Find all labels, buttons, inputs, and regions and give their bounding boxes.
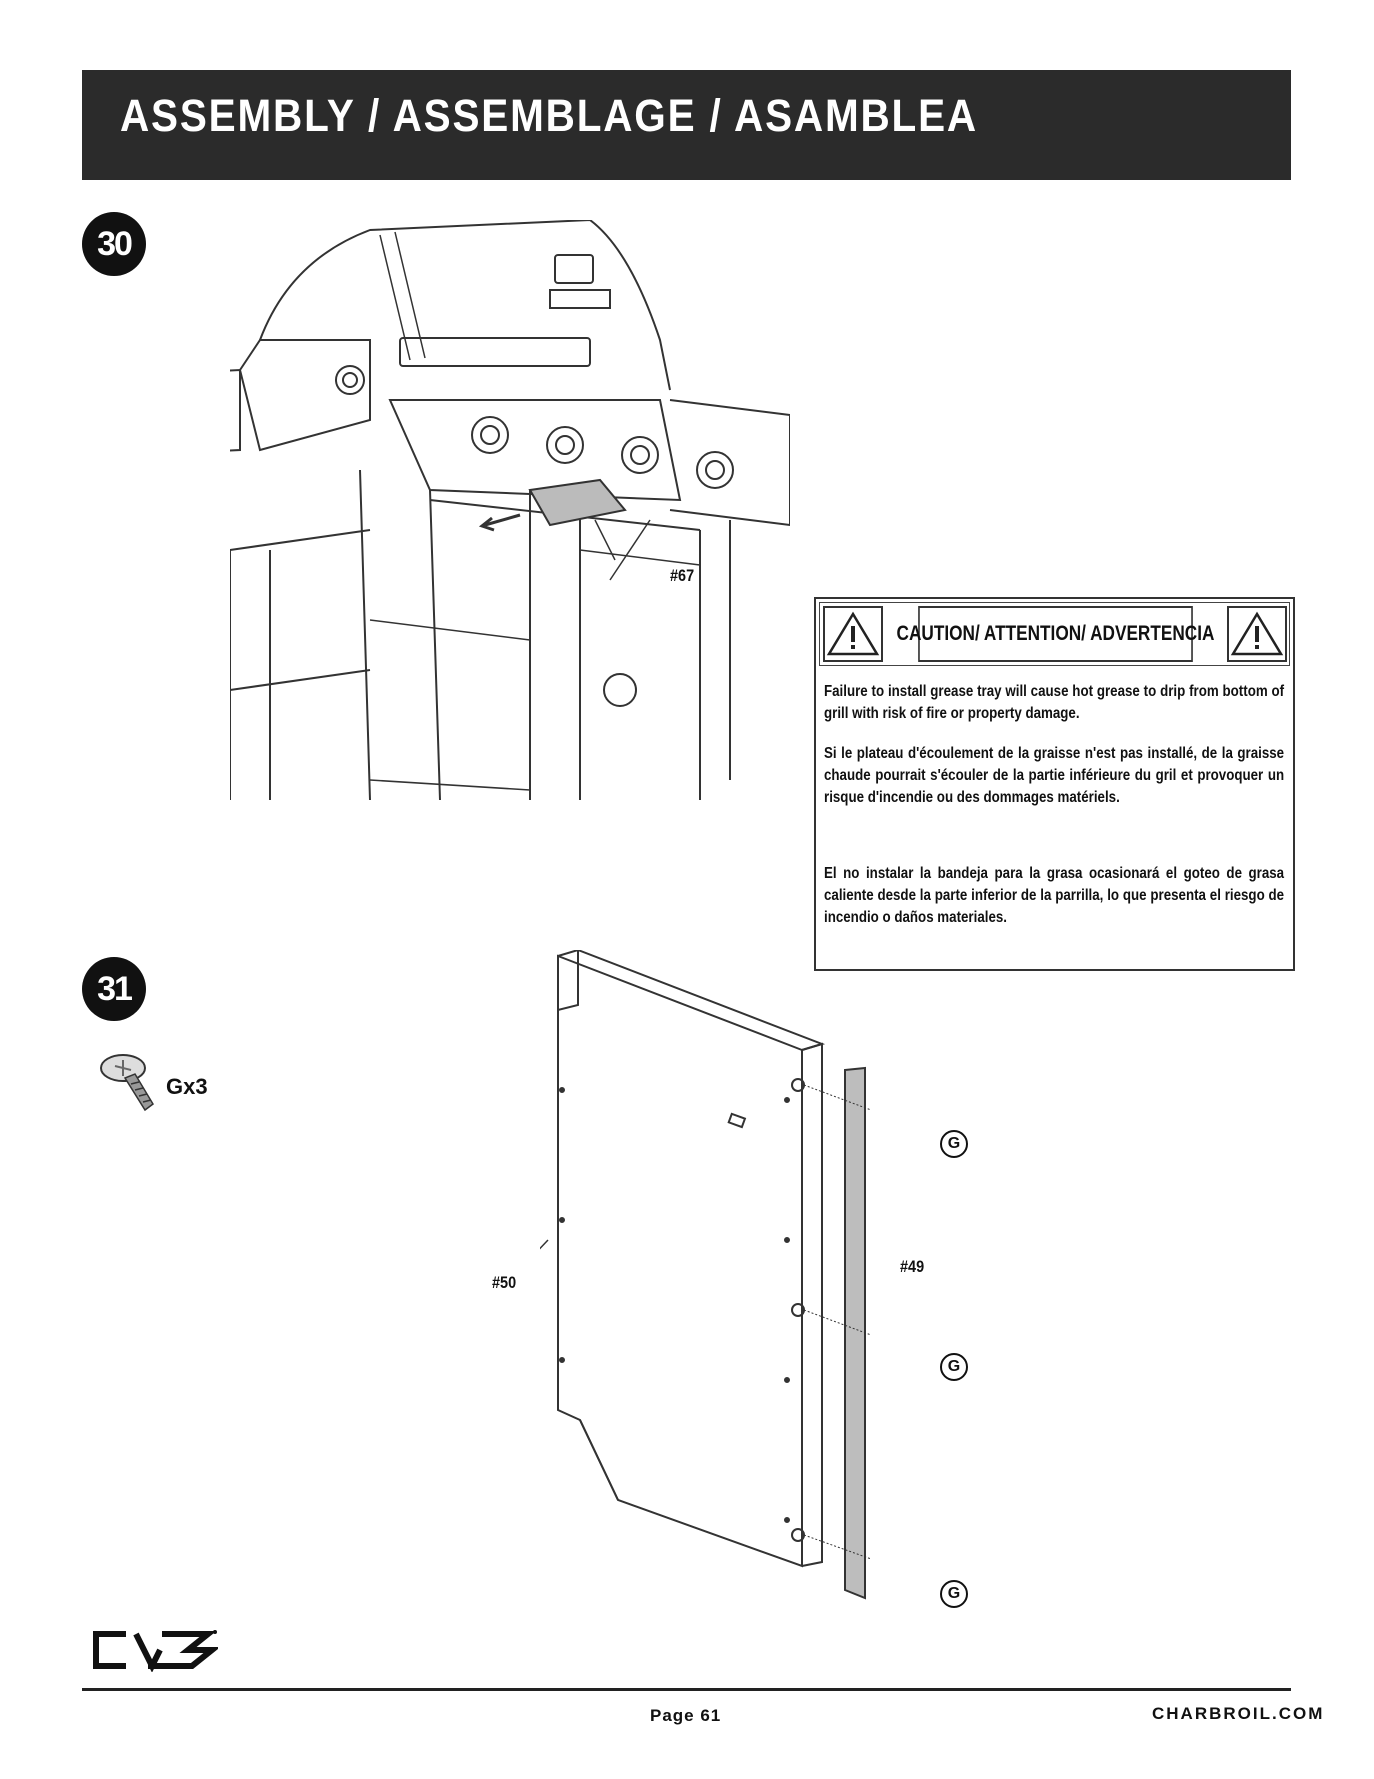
page-number: Page 61 xyxy=(650,1706,722,1725)
page-title: ASSEMBLY / ASSEMBLAGE / ASAMBLEA xyxy=(120,90,978,141)
caution-header: CAUTION/ ATTENTION/ ADVERTENCIA xyxy=(819,602,1290,666)
warning-triangle-icon xyxy=(823,606,883,662)
caution-text-en: Failure to install grease tray will caus… xyxy=(824,683,1285,722)
footer-divider xyxy=(82,1688,1291,1691)
website-link[interactable]: CHARBROIL.COM xyxy=(1152,1704,1325,1723)
part-label-50: #50 xyxy=(492,1273,517,1292)
page-header: ASSEMBLY / ASSEMBLAGE / ASAMBLEA xyxy=(82,70,1291,180)
step-30-badge: 30 xyxy=(82,212,146,276)
step-31-badge: 31 xyxy=(82,957,146,1021)
hardware-quantity-label: Gx3 xyxy=(166,1074,208,1099)
caution-box: CAUTION/ ATTENTION/ ADVERTENCIA Failure … xyxy=(814,597,1295,971)
caution-text-es: El no instalar la bandeja para la grasa … xyxy=(824,865,1285,926)
charbroil-logo xyxy=(93,1630,218,1672)
hardware-callout-g: G xyxy=(940,1580,968,1608)
part-label-67: #67 xyxy=(670,566,695,585)
grill-grease-tray-illustration xyxy=(230,220,790,801)
part-label-49: #49 xyxy=(900,1257,925,1276)
door-panel-illustration xyxy=(540,950,870,1600)
caution-text-fr: Si le plateau d'écoulement de la graisse… xyxy=(824,745,1285,806)
screw-icon xyxy=(100,1054,154,1112)
hardware-callout-g: G xyxy=(940,1353,968,1381)
warning-triangle-icon xyxy=(1227,606,1287,662)
hardware-callout-g: G xyxy=(940,1130,968,1158)
caution-title: CAUTION/ ATTENTION/ ADVERTENCIA xyxy=(897,606,1214,662)
